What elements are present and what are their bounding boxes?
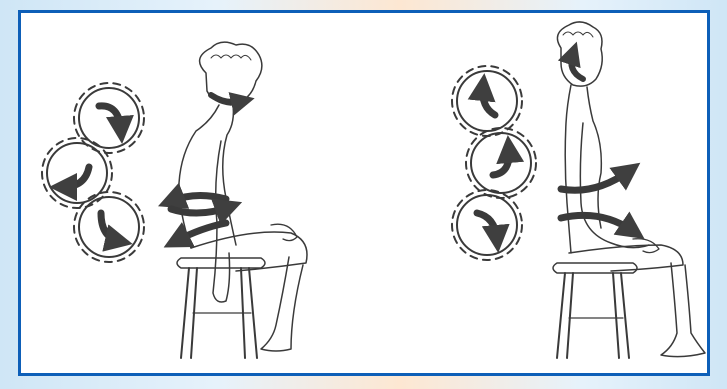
gear-icon [452, 190, 522, 260]
gear-icon [466, 128, 536, 198]
right-scene [452, 22, 705, 358]
illustration-canvas [21, 13, 707, 373]
gear-icon [74, 83, 144, 153]
stool-left [177, 258, 265, 358]
slumped-figure [171, 42, 307, 351]
upright-figure [557, 22, 705, 357]
stool-right [553, 263, 637, 358]
left-scene [42, 42, 307, 358]
illustration-panel [18, 10, 710, 376]
gear-icon [452, 66, 522, 136]
gear-icon [74, 192, 144, 262]
